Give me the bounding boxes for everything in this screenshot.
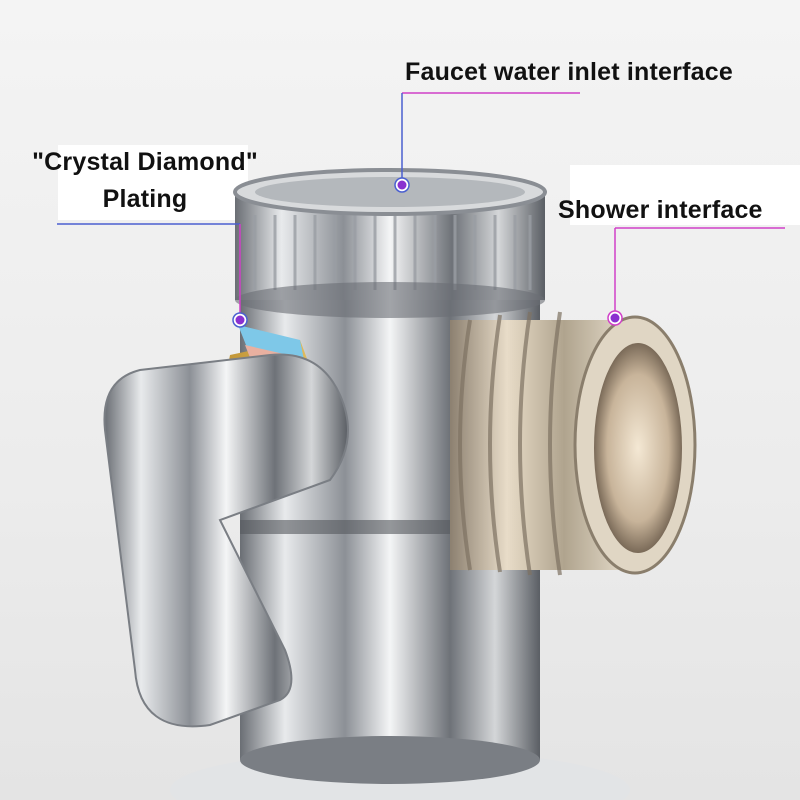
marker-dots (232, 177, 623, 328)
label-backdrop (570, 165, 800, 225)
lever-handle[interactable] (103, 353, 349, 728)
outlet-bore (594, 343, 682, 553)
plating-label-line2: Plating (102, 185, 188, 213)
label-backdrop (58, 145, 248, 220)
plating-label-line1: "Crystal Diamond" (32, 148, 258, 176)
faucet-inlet-label: Faucet water inlet interface (405, 58, 733, 86)
shower-interface-label: Shower interface (558, 196, 763, 224)
